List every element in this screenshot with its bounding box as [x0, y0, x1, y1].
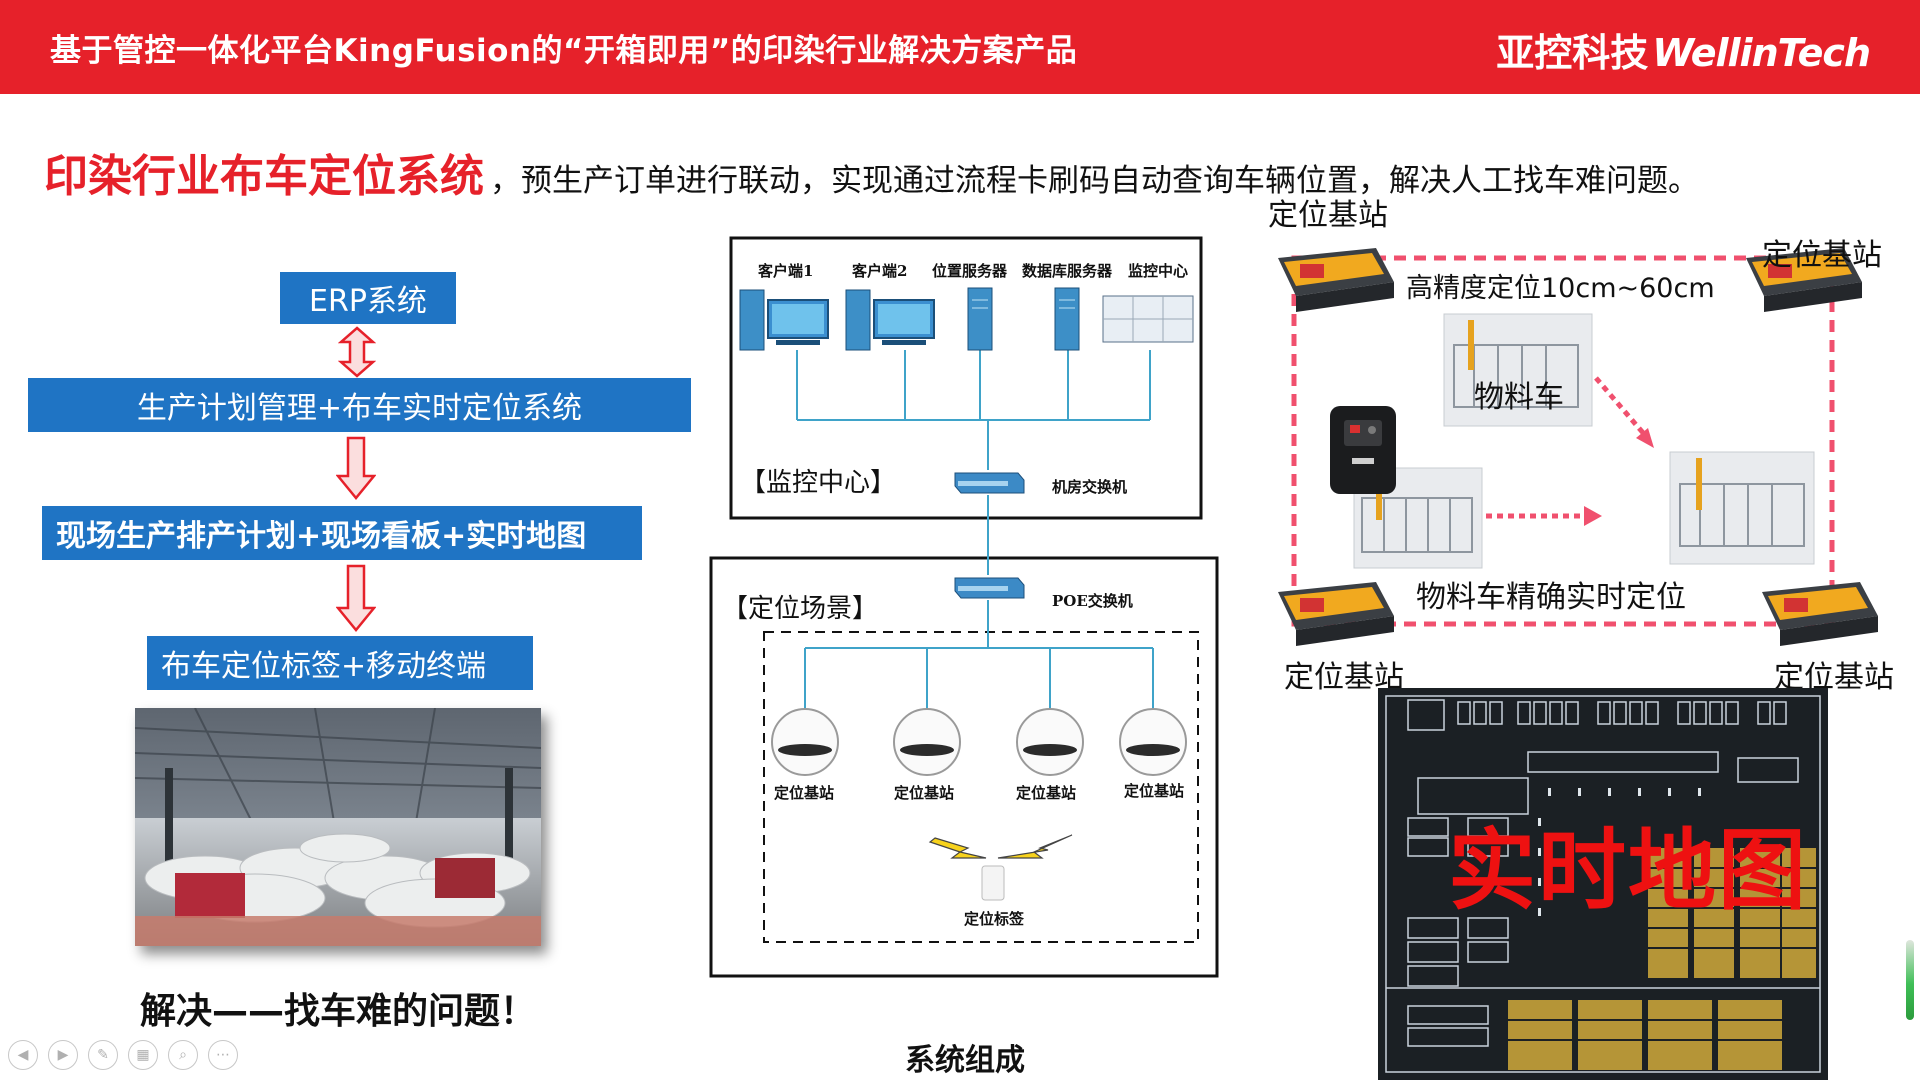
- positioning-tag-icon: [981, 865, 1005, 901]
- system-caption: 系统组成: [905, 1043, 1025, 1078]
- base-station-icon: [1119, 708, 1187, 776]
- flow-box-plan: 生产计划管理+布车实时定位系统: [28, 378, 691, 432]
- dotted-arrow-icon: [1594, 376, 1646, 436]
- magnifier-icon: ⌕: [179, 1047, 187, 1063]
- left-caption: 解决——找车难的问题！: [140, 991, 537, 1032]
- flow-box-schedule: 现场生产排产计划+现场看板+实时地图: [42, 506, 642, 560]
- base-station-device-icon: [1278, 248, 1394, 312]
- lightning-icon: [997, 834, 1073, 859]
- server-icon: [967, 287, 993, 351]
- material-cart-icon: [1669, 451, 1815, 565]
- label-client-2: 客户端2: [852, 262, 908, 280]
- flow-box-erp: ERP系统: [280, 272, 456, 324]
- monitor-center-title: 【监控中心】: [740, 468, 897, 498]
- chevron-left-icon: ◀: [17, 1047, 29, 1063]
- scene-dashed-frame: [763, 631, 1199, 943]
- label-cart: 物料车: [1474, 380, 1564, 415]
- monitor-wall-icon: [1102, 295, 1194, 343]
- base-station-icon: [1016, 708, 1084, 776]
- lightning-icon: [928, 837, 987, 859]
- down-arrow-icon: [336, 564, 376, 632]
- scene-frame: [709, 556, 1219, 978]
- down-arrow-icon: [336, 436, 376, 500]
- headline: 印染行业布车定位系统，预生产订单进行联动，实现通过流程卡刷码自动查询车辆位置，解…: [44, 140, 1699, 204]
- label-station-top-left: 定位基站: [1268, 198, 1388, 233]
- factory-photo-image: [135, 708, 541, 946]
- more-icon: ⋯: [216, 1047, 230, 1063]
- grid-icon: ▦: [136, 1047, 150, 1063]
- handheld-terminal-icon: [1330, 406, 1396, 494]
- base-station-icon: [771, 708, 839, 776]
- computer-icon: [739, 289, 829, 351]
- material-cart-icon: [1443, 313, 1593, 427]
- poe-switch-icon: [954, 577, 1025, 599]
- server-icon: [1054, 287, 1080, 351]
- base-station-icon: [893, 708, 961, 776]
- double-arrow-icon: [338, 326, 376, 378]
- label-location-server: 位置服务器: [932, 262, 1008, 280]
- label-monitor-center: 监控中心: [1128, 262, 1189, 280]
- label-station-top-right: 定位基站: [1762, 238, 1882, 273]
- label-cart-realtime: 物料车精确实时定位: [1416, 580, 1686, 615]
- headline-desc: ，预生产订单进行联动，实现通过流程卡刷码自动查询车辆位置，解决人工找车难问题。: [490, 163, 1699, 199]
- floor-plan-image: [1385, 695, 1821, 1073]
- base-station-device-icon: [1762, 582, 1878, 646]
- label-tag: 定位标签: [964, 910, 1025, 928]
- chevron-right-icon: ▶: [57, 1047, 69, 1063]
- slides-grid-button[interactable]: ▦: [128, 1040, 158, 1070]
- zoom-button[interactable]: ⌕: [168, 1040, 198, 1070]
- label-precision: 高精度定位10cm~60cm: [1406, 273, 1715, 304]
- factory-photo: [135, 708, 541, 946]
- label-station-2: 定位基站: [894, 784, 955, 802]
- brand-en: WellinTech: [1652, 31, 1871, 75]
- scene-title: 【定位场景】: [722, 594, 879, 624]
- pen-button[interactable]: ✎: [88, 1040, 118, 1070]
- scroll-indicator[interactable]: [1906, 940, 1914, 1020]
- base-station-device-icon: [1278, 582, 1394, 646]
- room-switch-icon: [954, 472, 1025, 494]
- label-room-switch: 机房交换机: [1052, 478, 1128, 496]
- realtime-map-title: 实时地图: [1448, 819, 1809, 922]
- label-client-1: 客户端1: [758, 262, 814, 280]
- realtime-map: [1378, 688, 1828, 1080]
- label-db-server: 数据库服务器: [1022, 262, 1113, 280]
- positioning-area-frame: [1291, 255, 1835, 627]
- next-slide-button[interactable]: ▶: [48, 1040, 78, 1070]
- monitor-center-frame: [729, 236, 1203, 520]
- prev-slide-button[interactable]: ◀: [8, 1040, 38, 1070]
- flow-box-tag: 布车定位标签+移动终端: [147, 636, 533, 690]
- label-station-3: 定位基站: [1016, 784, 1077, 802]
- label-poe-switch: POE交换机: [1052, 592, 1133, 610]
- more-button[interactable]: ⋯: [208, 1040, 238, 1070]
- computer-icon: [845, 289, 935, 351]
- pen-icon: ✎: [97, 1047, 109, 1063]
- dotted-arrow-head-icon: [1584, 506, 1602, 526]
- slide-nav: ◀ ▶ ✎ ▦ ⌕ ⋯: [8, 1040, 238, 1070]
- headline-main: 印染行业布车定位系统: [44, 151, 484, 202]
- header-title: 基于管控一体化平台KingFusion的“开箱即用”的印染行业解决方案产品: [50, 33, 1078, 69]
- brand-cn: 亚控科技: [1496, 31, 1649, 75]
- label-station-1: 定位基站: [774, 784, 835, 802]
- base-station-device-icon: [1746, 248, 1862, 312]
- dotted-arrow-head-icon: [1636, 428, 1654, 448]
- label-station-4: 定位基站: [1124, 782, 1185, 800]
- header-bar: 基于管控一体化平台KingFusion的“开箱即用”的印染行业解决方案产品 亚控…: [0, 0, 1920, 94]
